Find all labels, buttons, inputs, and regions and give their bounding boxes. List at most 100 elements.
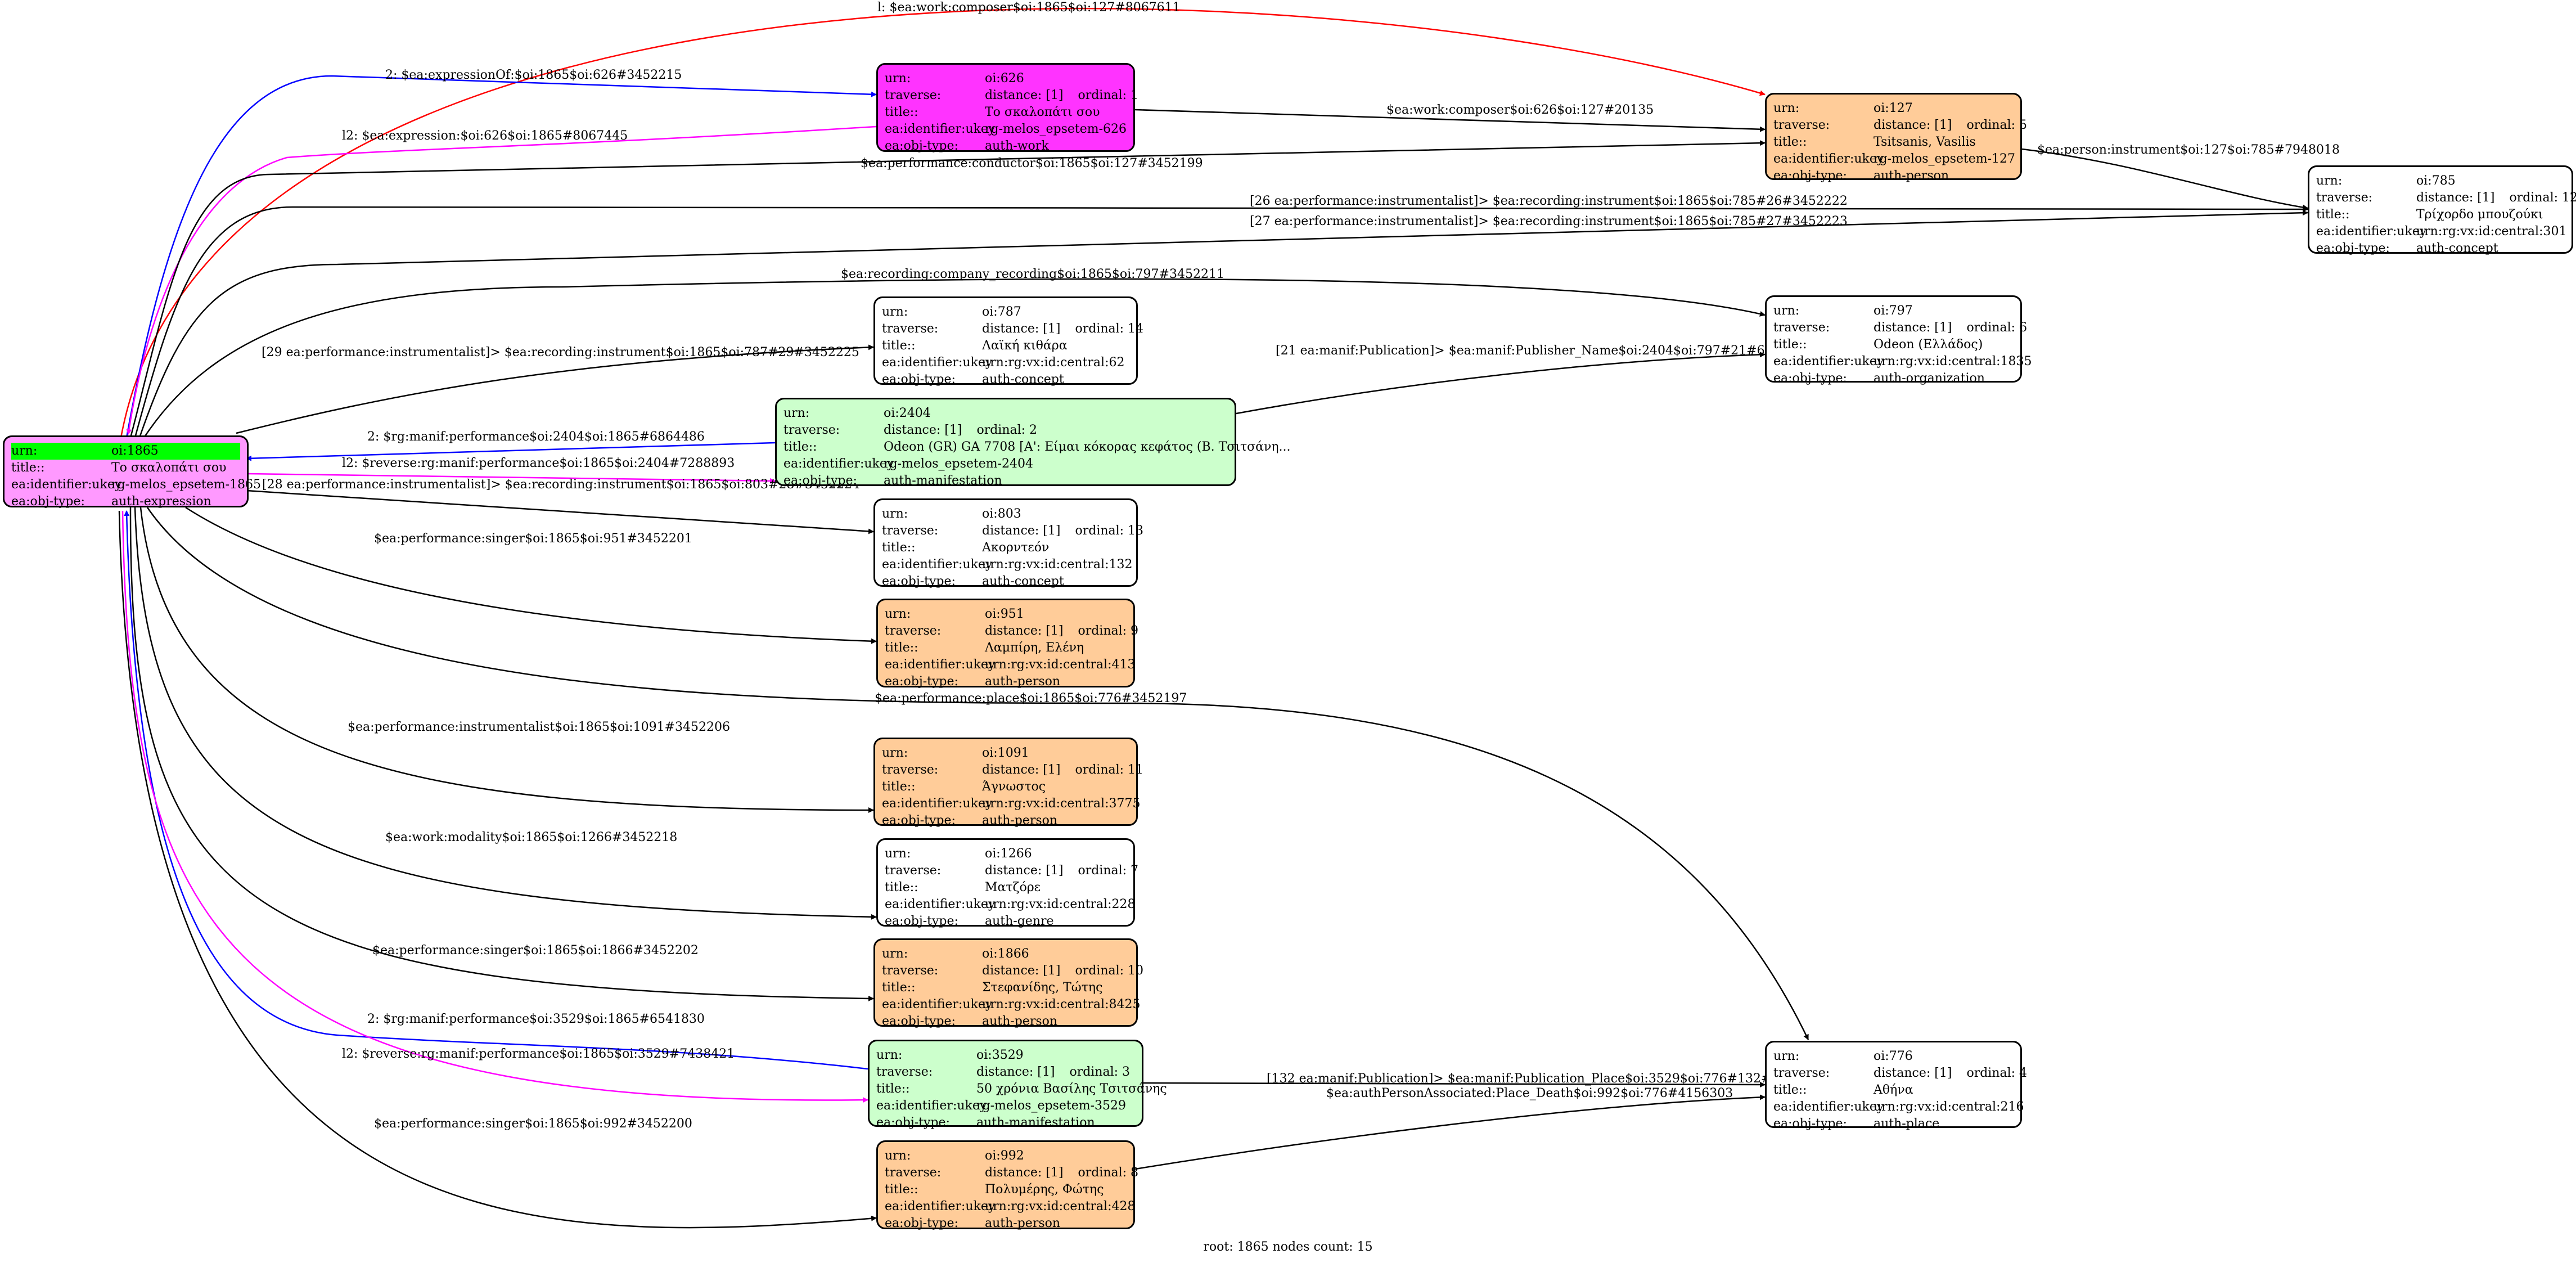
node-row-type: ea:obj-type:auth-organization [1773, 371, 1985, 385]
edge-label: l: $ea:work:composer$oi:1865$oi:127#8067… [877, 1, 1181, 15]
node-row-urn: urn:oi:797 [1773, 304, 1913, 318]
edge-place-1865-776 [146, 507, 1809, 1040]
node-3529[interactable]: urn:oi:3529 traverse:distance: [1]ordina… [868, 1040, 1167, 1130]
edge-label: $ea:performance:conductor$oi:1865$oi:127… [861, 156, 1203, 170]
edge-rev-1865-3529 [121, 510, 868, 1103]
node-row-traverse: traverse:distance: [1]ordinal: 5 [1773, 118, 2028, 132]
edge-label: [132 ea:manif:Publication]> $ea:manif:Pu… [1267, 1072, 1826, 1086]
edge-label: $ea:work:modality$oi:1865$oi:1266#345221… [385, 830, 677, 844]
node-row-urn: urn:oi:1266 [885, 847, 1032, 861]
edge-death-place-992-776 [1134, 1094, 1766, 1170]
node-row-urn: urn:oi:785 [2316, 174, 2456, 188]
node-992[interactable]: urn:oi:992 traverse:distance: [1]ordinal… [876, 1140, 1138, 1230]
edge-manif-3529-1865 [124, 510, 868, 1070]
node-row-traverse: traverse:distance: [1]ordinal: 9 [885, 624, 1139, 638]
node-row-title: title::Odeon (Ελλάδος) [1773, 338, 1983, 352]
edge-singer-1865-951 [185, 506, 877, 644]
edge-label: 2: $rg:manif:performance$oi:2404$oi:1865… [367, 430, 705, 444]
edge-instr-1865-803 [246, 489, 874, 534]
node-row-urn: urn:oi:787 [882, 305, 1021, 319]
node-row-urn: urn:oi:1091 [882, 746, 1029, 760]
edge-label: $ea:performance:place$oi:1865$oi:776#345… [875, 691, 1187, 705]
node-row-traverse: traverse:distance: [1]ordinal: 11 [882, 763, 1144, 777]
node-row-type: ea:obj-type:auth-person [882, 1014, 1058, 1028]
node-row-urn: urn:oi:803 [882, 507, 1021, 521]
node-626[interactable]: urn:oi:626 traverse:distance: [1]ordinal… [876, 63, 1138, 153]
edge-work-composer-626-127 [1134, 109, 1766, 132]
node-row-traverse: traverse:distance: [1]ordinal: 4 [1773, 1066, 2028, 1080]
node-row-title: title::Το σκαλοπάτι σου [885, 105, 1100, 119]
node-row-urn: urn:oi:1865 [11, 443, 240, 460]
node-row-urn: urn:oi:951 [885, 607, 1024, 621]
node-1866[interactable]: urn:oi:1866 traverse:distance: [1]ordina… [873, 938, 1144, 1028]
edge-expression-626-1865 [126, 125, 877, 435]
node-row-urn: urn:oi:127 [1773, 101, 1913, 115]
node-row-urn: urn:oi:1866 [882, 947, 1029, 961]
edge-label: 2: $rg:manif:performance$oi:3529$oi:1865… [367, 1012, 705, 1026]
edge-label: l2: $reverse:rg:manif:performance$oi:186… [342, 1047, 735, 1061]
node-1091[interactable]: urn:oi:1091 traverse:distance: [1]ordina… [873, 738, 1144, 828]
node-row-title: title::Στεφανίδης, Τώτης [882, 981, 1103, 995]
node-785[interactable]: urn:oi:785 traverse:distance: [1]ordinal… [2308, 165, 2576, 255]
edge-label: $ea:performance:singer$oi:1865$oi:992#34… [374, 1117, 692, 1131]
node-row-urn: urn:oi:626 [885, 71, 1024, 86]
node-1865[interactable]: urn:oi:1865 title::Το σκαλοπάτι σου ea:i… [3, 435, 261, 509]
node-row-type: ea:obj-type:auth-person [1773, 169, 1949, 183]
graph-footer: root: 1865 nodes count: 15 [1203, 1240, 1373, 1254]
node-row-type: ea:obj-type:auth-person [885, 1216, 1061, 1230]
node-row-traverse: traverse:distance: [1]ordinal: 3 [876, 1065, 1131, 1079]
node-803[interactable]: urn:oi:803 traverse:distance: [1]ordinal… [873, 498, 1143, 588]
node-row-urn: urn:oi:776 [1773, 1049, 1913, 1063]
node-row-title: title::Το σκαλοπάτι σου [11, 461, 227, 475]
node-row-title: title::Λαϊκή κιθάρα [882, 339, 1068, 353]
edge-instr-1865-1091 [139, 507, 874, 813]
edge-label: l2: $reverse:rg:manif:performance$oi:186… [342, 456, 735, 470]
edge-company-1865-797 [143, 278, 1766, 438]
node-row-type: ea:obj-type:auth-manifestation [783, 474, 1002, 488]
node-1266[interactable]: urn:oi:1266 traverse:distance: [1]ordina… [876, 838, 1138, 928]
edge-label: [27 ea:performance:instrumentalist]> $ea… [1250, 214, 1848, 228]
node-row-type: ea:obj-type:auth-expression [11, 495, 211, 509]
node-row-title: title::50 χρόνια Βασίλης Τσιτσάνης [876, 1082, 1167, 1096]
edge-manif-2404-1865 [246, 442, 776, 461]
node-row-type: ea:obj-type:auth-manifestation [876, 1116, 1095, 1130]
node-row-type: ea:obj-type:auth-concept [882, 574, 1064, 588]
edge-singer-1865-1866 [129, 507, 874, 1001]
node-row-type: ea:obj-type:auth-concept [882, 372, 1064, 386]
node-row-traverse: traverse:distance: [1]ordinal: 10 [882, 964, 1144, 978]
node-row-type: ea:obj-type:auth-person [882, 813, 1058, 828]
node-127[interactable]: urn:oi:127 traverse:distance: [1]ordinal… [1765, 93, 2028, 183]
edge-label: [21 ea:manif:Publication]> $ea:manif:Pub… [1276, 344, 1812, 358]
node-row-urn: urn:oi:992 [885, 1149, 1024, 1163]
edge-label: $ea:performance:singer$oi:1865$oi:1866#3… [372, 943, 699, 958]
edge-instr-1865-785-b [138, 210, 2308, 438]
node-row-title: title::Ακορντεόν [882, 541, 1050, 555]
edge-instr-1865-785-a [134, 206, 2308, 438]
node-row-title: title::Tsitsanis, Vasilis [1773, 135, 1976, 149]
edge-label: $ea:work:composer$oi:626$oi:127#20135 [1386, 103, 1654, 117]
node-797[interactable]: urn:oi:797 traverse:distance: [1]ordinal… [1765, 295, 2032, 385]
node-2404[interactable]: urn:oi:2404 traverse:distance: [1]ordina… [775, 398, 1291, 488]
node-row-urn: urn:oi:3529 [876, 1048, 1024, 1062]
edge-label: $ea:performance:singer$oi:1865$oi:951#34… [374, 532, 692, 546]
edge-expressionOf-1865-626 [125, 75, 877, 438]
edge-label: $ea:authPersonAssociated:Place_Death$oi:… [1326, 1086, 1733, 1100]
edge-rev-1865-2404 [246, 473, 776, 484]
node-787[interactable]: urn:oi:787 traverse:distance: [1]ordinal… [873, 296, 1143, 386]
edge-pub-place-3529-776 [1143, 1081, 1766, 1087]
node-776[interactable]: urn:oi:776 traverse:distance: [1]ordinal… [1765, 1041, 2028, 1131]
node-951[interactable]: urn:oi:951 traverse:distance: [1]ordinal… [876, 599, 1139, 689]
